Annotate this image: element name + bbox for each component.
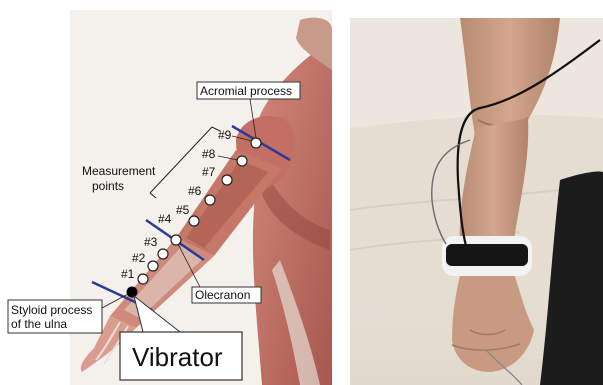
- measurement-point-1: [127, 287, 138, 298]
- left-panel: #1 #2 #3 #4 #5 #6 #7 #8 #9 Measurement p…: [8, 10, 332, 385]
- point-label-3: #3: [144, 235, 158, 249]
- measurement-label-line1: Measurement: [82, 164, 156, 178]
- vibrator-label: Vibrator: [132, 342, 223, 372]
- right-panel: [350, 18, 603, 385]
- vibrator-band: [446, 244, 528, 266]
- measurement-label-line2: points: [92, 179, 124, 193]
- measurement-point-5: [189, 216, 199, 226]
- point-label-1: #1: [121, 267, 135, 281]
- measurement-point-3: [158, 249, 168, 259]
- point-label-7: #7: [202, 165, 216, 179]
- point-label-4: #4: [158, 212, 172, 226]
- measurement-point-7: [222, 175, 232, 185]
- measurement-point-8: [237, 156, 247, 166]
- measurement-point-2: [148, 261, 158, 271]
- measurement-point-4: [171, 235, 181, 245]
- acromial-label: Acromial process: [200, 84, 292, 98]
- point-label-6: #6: [188, 184, 202, 198]
- measurement-point-9: [251, 138, 261, 148]
- styloid-label-line1: Styloid process: [11, 303, 92, 317]
- measurement-point-6: [205, 195, 215, 205]
- olecranon-label: Olecranon: [195, 288, 250, 302]
- point-label-5: #5: [176, 203, 190, 217]
- point-label-2: #2: [132, 251, 146, 265]
- point-label-9: #9: [218, 128, 232, 142]
- measurement-point-1b: [138, 274, 148, 284]
- styloid-label-line2: of the ulna: [11, 317, 67, 331]
- point-label-8: #8: [202, 147, 216, 161]
